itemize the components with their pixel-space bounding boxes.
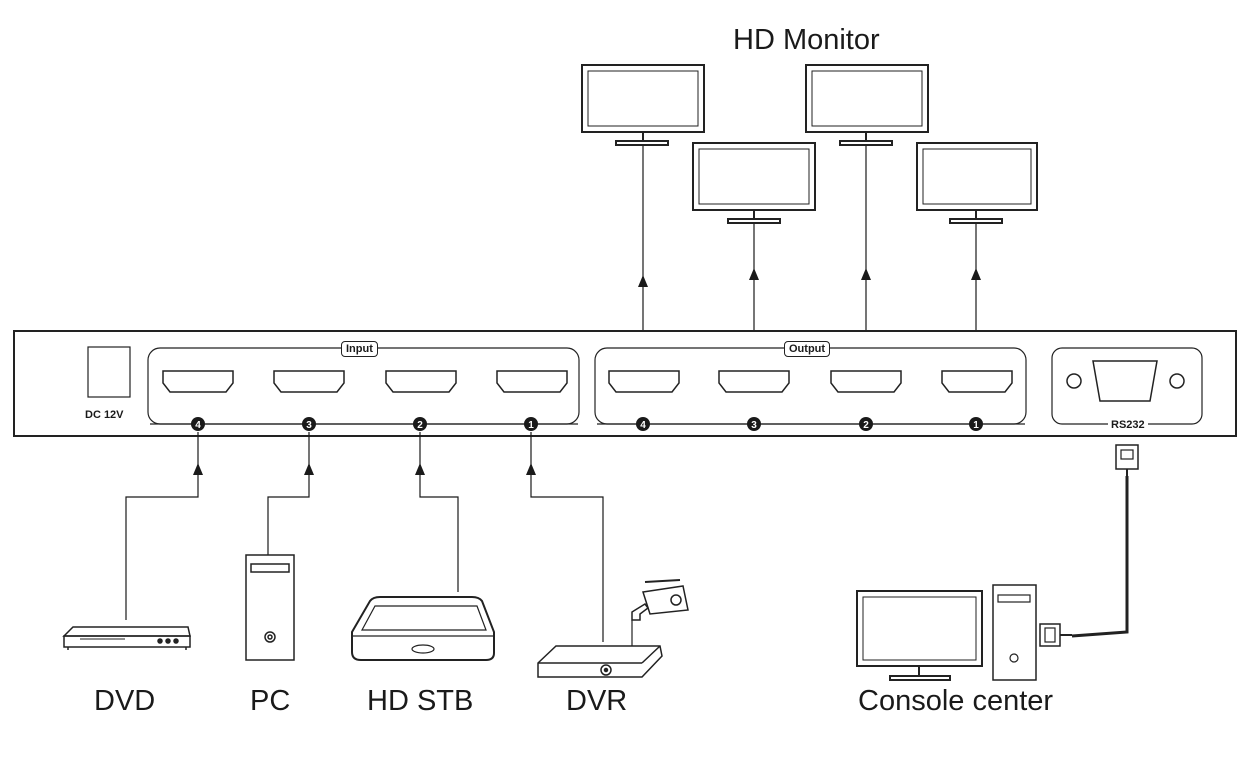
- source-label-dvd: DVD: [94, 685, 156, 717]
- input-arrowheads: [193, 463, 536, 475]
- set-top-box-icon: [351, 596, 495, 661]
- diagram-title: HD Monitor: [733, 24, 880, 56]
- output-port-badge-1-number: 1: [973, 420, 979, 431]
- console-center-label: Console center: [858, 685, 1054, 717]
- output-port-badge-3-number: 3: [751, 420, 757, 431]
- power-jack: [87, 346, 131, 398]
- input-port-badge-4: 4: [191, 417, 205, 431]
- rs232-frame: [1051, 347, 1203, 425]
- input-port-badge-1: 1: [524, 417, 538, 431]
- input-group-frame: [147, 347, 580, 425]
- console-computer-icon: [856, 584, 1037, 681]
- port-badges: 4 3 2 1 4 3 2 1: [191, 417, 983, 431]
- source-label-pc: PC: [250, 685, 291, 717]
- output-port-badge-2: 2: [859, 417, 873, 431]
- input-port-badge-2-number: 2: [417, 420, 423, 431]
- dvr-camera-icon: [537, 579, 689, 678]
- rs232-cable: [1039, 444, 1139, 647]
- input-group-label: Input: [341, 341, 378, 357]
- hd-monitor-3: [805, 64, 929, 146]
- input-port-badge-4-number: 4: [195, 420, 201, 431]
- output-port-badge-4-number: 4: [640, 420, 646, 431]
- power-label: DC 12V: [85, 409, 124, 421]
- db9-port: [1066, 360, 1185, 402]
- source-label-hd-stb: HD STB: [367, 685, 474, 717]
- output-arrowheads: [638, 268, 981, 287]
- output-port-badge-3: 3: [747, 417, 761, 431]
- output-group-frame: [594, 347, 1027, 425]
- hd-monitor-4: [916, 142, 1038, 224]
- output-port-badge-4: 4: [636, 417, 650, 431]
- output-port-badge-1: 1: [969, 417, 983, 431]
- input-port-badge-3-number: 3: [306, 420, 312, 431]
- output-port-badge-2-number: 2: [863, 420, 869, 431]
- source-label-dvr: DVR: [566, 685, 628, 717]
- output-group-label: Output: [784, 341, 831, 357]
- pc-tower-icon: [245, 554, 295, 661]
- hdmi-ports: [162, 370, 1013, 393]
- hd-monitor-1: [581, 64, 705, 146]
- dvd-player-icon: [62, 626, 191, 650]
- rs232-label: RS232: [1108, 419, 1148, 431]
- input-port-badge-2: 2: [413, 417, 427, 431]
- hd-monitor-2: [692, 142, 816, 224]
- input-port-badge-3: 3: [302, 417, 316, 431]
- input-port-badge-1-number: 1: [528, 420, 534, 431]
